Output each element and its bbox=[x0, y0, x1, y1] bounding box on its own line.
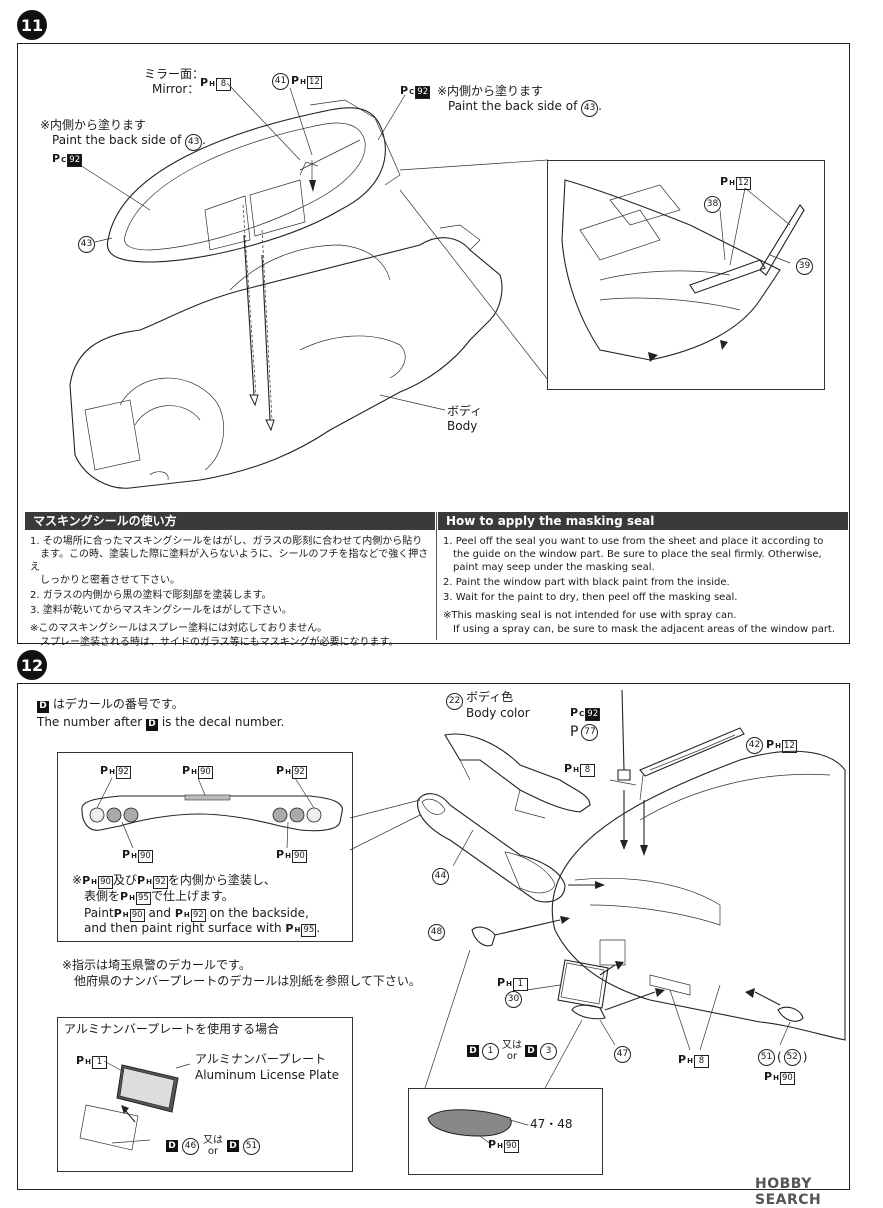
part-51-52-label: 51(52) bbox=[758, 1049, 807, 1066]
part-22-body-color-jp: ボディ色 bbox=[466, 690, 514, 704]
jp-step-2: 2. ガラスの内側から黒の塗料で彫刻部を塗装します。 bbox=[30, 590, 272, 601]
masking-instructions-en: 1. Peel off the seal you want to use fro… bbox=[443, 535, 848, 638]
note-paint-backside-right-jp: ※内側から塗ります bbox=[437, 84, 544, 98]
step-12-frame bbox=[17, 683, 850, 1190]
en-step-3: 3. Wait for the paint to dry, then peel … bbox=[443, 592, 738, 603]
en-note-2: If using a spray can, be sure to mask th… bbox=[443, 624, 836, 635]
decal-note-en: The number after D is the decal number. bbox=[37, 715, 285, 731]
part-47-label: 47 bbox=[614, 1046, 631, 1063]
masking-title-jp: マスキングシールの使い方 bbox=[25, 512, 435, 530]
mirror-label-jp: ミラー面： bbox=[144, 67, 205, 81]
aluminum-label-en: Aluminum License Plate bbox=[195, 1068, 339, 1082]
step-12-badge: 12 bbox=[17, 650, 47, 680]
aluminum-plate-inset bbox=[57, 1017, 353, 1172]
note-paint-backside-left-jp: ※内側から塗ります bbox=[40, 118, 147, 132]
en-note-1: ※This masking seal is not intended for u… bbox=[443, 610, 737, 621]
en-step-2: 2. Paint the window part with black pain… bbox=[443, 577, 730, 588]
jp-step-1c: しっかりと密着させて下さい。 bbox=[30, 575, 180, 586]
masking-divider bbox=[436, 512, 437, 640]
en-step-1b: the guide on the window part. Be sure to… bbox=[443, 549, 822, 560]
part-39-label: 39 bbox=[796, 258, 813, 275]
reflector-detail-inset bbox=[408, 1088, 603, 1175]
jp-step-3: 3. 塗料が乾いてからマスキングシールをはがして下さい。 bbox=[30, 605, 292, 616]
hobbysearch-watermark: HOBBY SEARCH bbox=[755, 1176, 822, 1208]
note-paint-backside-left-en: Paint the back side of 43. bbox=[52, 133, 206, 151]
jp-step-1a: 1. その場所に合ったマスキングシールをはがし、ガラスの彫刻に合わせて内側から貼… bbox=[30, 536, 423, 547]
part-30-label: 30 bbox=[505, 991, 522, 1008]
step-11-detail-inset bbox=[547, 160, 825, 390]
aluminum-label-jp: アルミナンバープレート bbox=[195, 1052, 327, 1066]
part-38-label: 38 bbox=[704, 196, 721, 213]
en-step-1c: paint may seep under the masking seal. bbox=[443, 562, 655, 573]
jp-step-1b: ます。この時、塗装した際に塗料が入らないように、シールのフチを指などで強く押さえ bbox=[30, 549, 429, 573]
part-22-body-color-en: Body color bbox=[466, 706, 530, 720]
saitama-note-line2: 他府県のナンバープレートのデカールは別紙を参照して下さい。 bbox=[62, 974, 421, 988]
body-label-jp: ボディ bbox=[447, 404, 483, 418]
step-11-frame bbox=[17, 43, 850, 644]
body-label-en: Body bbox=[447, 419, 478, 433]
part-22-label: 22 bbox=[446, 693, 463, 710]
jp-note-2: スプレー塗装される時は、サイドのガラス等にもマスキングが必要になります。 bbox=[30, 637, 399, 648]
decal-note-jp: D はデカールの番号です。 bbox=[37, 697, 184, 713]
step-11-badge: 11 bbox=[17, 10, 47, 40]
part-44-label: 44 bbox=[432, 868, 449, 885]
en-step-1a: 1. Peel off the seal you want to use fro… bbox=[443, 536, 824, 547]
note-paint-backside-right-en: Paint the back side of 43. bbox=[448, 99, 602, 117]
part-48-label: 48 bbox=[428, 924, 445, 941]
aluminum-title: アルミナンバープレートを使用する場合 bbox=[64, 1022, 280, 1036]
mirror-label-en: Mirror： bbox=[152, 82, 200, 96]
saitama-note-line1: ※指示は埼玉県警のデカールです。 bbox=[62, 958, 251, 972]
part-43-label: 43 bbox=[78, 236, 95, 253]
reflector-parts-label: 47・48 bbox=[530, 1117, 573, 1131]
masking-title-en: How to apply the masking seal bbox=[438, 512, 848, 530]
masking-instructions-jp: 1. その場所に合ったマスキングシールをはがし、ガラスの彫刻に合わせて内側から貼… bbox=[30, 535, 435, 651]
jp-note-1: ※このマスキングシールはスプレー塗料には対応しておりません。 bbox=[30, 623, 328, 634]
